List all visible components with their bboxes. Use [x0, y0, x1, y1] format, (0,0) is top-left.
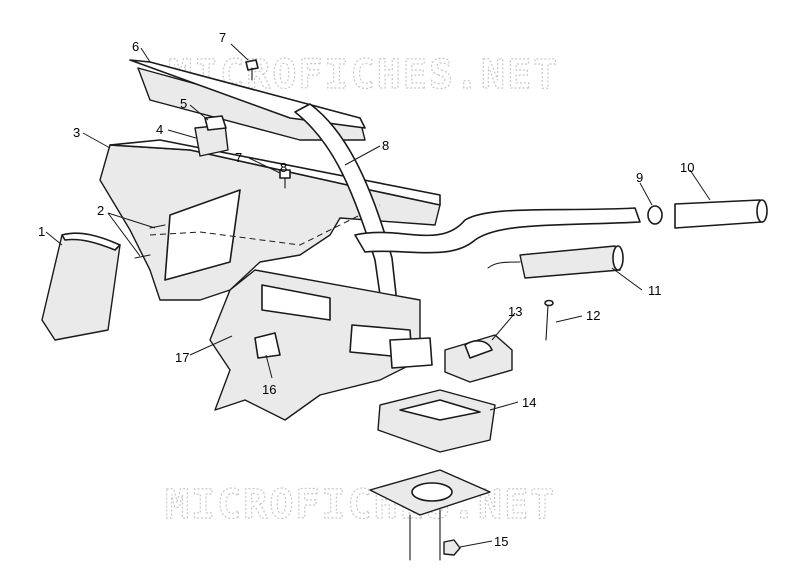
part-grip-left: [674, 199, 768, 229]
leader-lines: [45, 43, 711, 548]
callout-8-bar: 8: [382, 138, 389, 153]
callout-7-mid: 7: [235, 150, 242, 165]
watermark-bottom: MICROFICHES.NET: [165, 482, 556, 528]
callout-2: 2: [97, 203, 104, 218]
part-screws: [134, 59, 291, 259]
part-hand-guard: [41, 232, 121, 341]
callout-1: 1: [38, 224, 45, 239]
callout-14: 14: [522, 395, 536, 410]
callout-16: 16: [262, 382, 276, 397]
part-grip-heated: [487, 245, 624, 279]
part-nut-15: [443, 539, 461, 556]
callout-5: 5: [180, 96, 187, 111]
callout-4: 4: [156, 122, 163, 137]
part-bolt-12: [544, 299, 554, 341]
part-bar-end: [647, 205, 663, 225]
part-lower-clamp: [377, 389, 496, 453]
part-steering-plate: [369, 469, 491, 561]
part-handlebar-cover: [99, 139, 441, 301]
callout-3: 3: [73, 125, 80, 140]
callout-17: 17: [175, 350, 189, 365]
callout-13: 13: [508, 304, 522, 319]
callout-10: 10: [680, 160, 694, 175]
callout-labels: 1 2 3 4 5 6 7 7 8 8 9 10 11 12 13 14 15 …: [38, 30, 694, 549]
part-switch: [194, 115, 229, 157]
callout-8-screw: 8: [280, 160, 287, 175]
callout-9: 9: [636, 170, 643, 185]
callout-7-top: 7: [219, 30, 226, 45]
part-lower-fairing: [209, 269, 433, 421]
callout-12: 12: [586, 308, 600, 323]
callout-11: 11: [648, 283, 662, 298]
part-upper-clamp: [444, 334, 513, 383]
callout-6: 6: [132, 39, 139, 54]
part-plate-16: [254, 332, 281, 359]
callout-15: 15: [494, 534, 508, 549]
